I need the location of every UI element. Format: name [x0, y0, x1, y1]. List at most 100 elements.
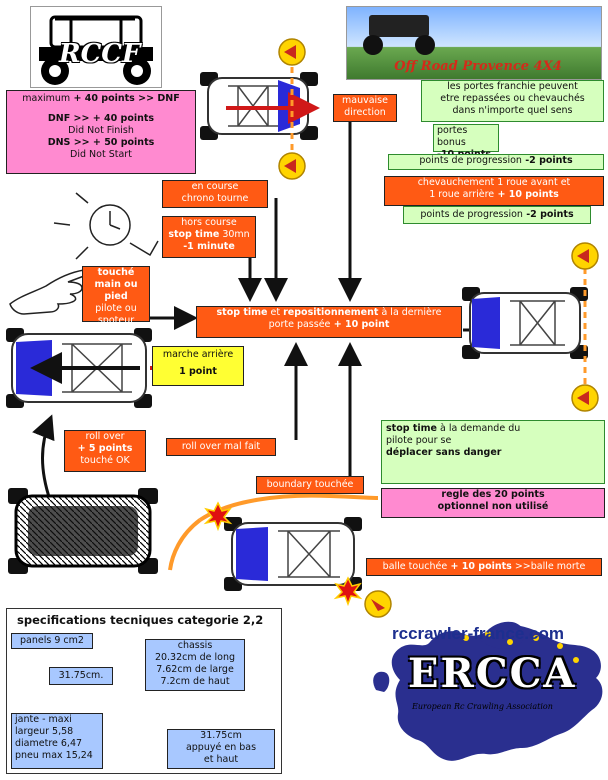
stop-demande-l3: déplacer sans danger: [386, 446, 502, 458]
hors-course-stop: stop time: [168, 228, 220, 240]
chevauchement-value: + 10 points: [494, 188, 559, 200]
crash-burst-icon-2: [333, 576, 363, 607]
car-icon-bottom: [224, 517, 362, 591]
stop-time-value: + 10 point: [330, 318, 390, 330]
stop-time-l1a: stop time: [216, 307, 268, 318]
roll-over-l1: roll over: [85, 431, 125, 442]
progression-2-value: -2 points: [522, 209, 574, 220]
dnf-line: DNF >> + 40 points: [47, 112, 155, 124]
specs-chassis: chassis 20.32cm de long 7.62cm de large …: [145, 639, 245, 691]
specs-length-l3: et haut: [203, 753, 239, 765]
ercca-site: rccrawler-france.com: [392, 624, 564, 643]
balle-l1: balle touchée: [382, 561, 448, 572]
gate-icon-top2: [278, 152, 306, 180]
regle-l2: optionnel non utilisé: [437, 500, 549, 512]
hors-course-penalty: -1 minute: [183, 240, 235, 252]
ercca-subtitle: European Rc Crawling Association: [412, 702, 553, 711]
dnf-max-value: + 40 points >> DNF: [70, 93, 180, 104]
touche-l2: main ou pied: [94, 278, 138, 302]
specs-chassis-l2: 20.32cm de long: [154, 651, 236, 663]
en-course-box: en course chrono tourne: [162, 180, 268, 208]
en-course-l1: en course: [191, 181, 239, 192]
touche-l3: pilote ou: [95, 302, 137, 314]
en-course-l2: chrono tourne: [181, 192, 249, 204]
touche-box: touché main ou pied pilote ou spoteur: [82, 266, 150, 326]
hors-course-l1: hors course: [181, 217, 237, 228]
specs-jante-l4: pneu max 15,24: [15, 749, 93, 761]
roll-over-l3: touché OK: [80, 454, 130, 466]
progression-box-2: points de progression -2 points: [403, 206, 591, 224]
progression-box-1: points de progression -2 points: [388, 154, 604, 170]
specs-jante-l2: largeur 5,58: [15, 725, 74, 737]
stop-demande-box: stop time à la demande du pilote pour se…: [381, 420, 605, 484]
car-icon-rolled: [8, 488, 158, 574]
stop-demande-l2: pilote pour se: [386, 434, 452, 446]
chevauchement-l1: chevauchement 1 roue avant et: [417, 177, 571, 188]
stop-time-l1b: et: [267, 307, 284, 318]
orp-jeep-icon: [363, 15, 435, 55]
portes-franchie-l1: les portes franchie peuvent: [447, 81, 578, 92]
mauvaise-l2: direction: [344, 106, 386, 118]
marche-box: marche arrière 1 point: [152, 346, 244, 386]
ercca-logo: rccrawler-france.com ERCCA European Rc C…: [360, 620, 604, 774]
gate-icon-top1: [278, 38, 306, 66]
portes-franchie-l2: etre repassées ou chevauchés: [440, 92, 585, 104]
roll-mal-box: roll over mal fait: [166, 438, 276, 456]
specs-title: specifications tecniques categorie 2,2: [17, 613, 264, 627]
regle-l1: regle des 20 points: [441, 489, 545, 500]
orp-logo: Off Road Provence 4X4: [346, 6, 602, 80]
balle-value: + 10 points: [447, 561, 512, 572]
chrono-clipart-icon: [53, 192, 159, 260]
europe-map-icon: [373, 621, 603, 761]
specs-jante-l1: jante - maxi: [15, 714, 72, 725]
touche-l4: spoteur: [97, 314, 135, 326]
rccf-jeep-icon: [39, 15, 153, 85]
stop-time-l1d: à la dernière: [378, 307, 442, 318]
dnf-meaning: Did Not Finish: [68, 124, 134, 136]
specs-length-l1: 31.75cm: [200, 730, 242, 741]
chevauchement-box: chevauchement 1 roue avant et 1 roue arr…: [384, 176, 604, 206]
stop-time-box: stop time et repositionnement à la derni…: [196, 306, 462, 338]
gate-icon-bottom: [364, 590, 392, 618]
hand-icon: [9, 269, 88, 315]
chevauchement-l2: 1 roue arrière: [429, 188, 495, 200]
specs-chassis-l4: 7.2cm de haut: [160, 675, 230, 687]
specs-jante-l3: diametre 6,47: [15, 737, 83, 749]
progression-2-label: points de progression: [420, 209, 523, 220]
specs-panel: specifications tecniques categorie 2,2 p…: [6, 608, 282, 774]
specs-chassis-l3: 7.62cm de large: [156, 663, 234, 675]
mauvaise-l1: mauvaise: [342, 95, 388, 106]
balle-box: balle touchée + 10 points >>balle morte: [366, 558, 602, 576]
specs-panels: panels 9 cm2: [11, 633, 93, 649]
touche-l1: touché: [97, 267, 135, 278]
boundary-box: boundary touchée: [256, 476, 364, 494]
portes-bonus-l1: portes bonus: [437, 125, 468, 148]
marche-l1: marche arrière: [162, 349, 234, 360]
portes-bonus-box: portes bonus -10 points: [433, 124, 499, 160]
boundary-label: boundary touchée: [266, 479, 354, 490]
hors-course-time: 30mn: [219, 228, 250, 240]
regle-box: regle des 20 points optionnel non utilis…: [381, 488, 605, 518]
stop-time-l2: porte passée: [268, 318, 331, 330]
specs-length-l2: appuyé en bas: [185, 741, 257, 753]
boundary-tape-lower: [168, 518, 202, 571]
crash-burst-icon-1: [203, 501, 233, 532]
rccf-logo: RCCF: [30, 6, 162, 88]
gate-icon-right2: [571, 384, 599, 412]
roll-mal-label: roll over mal fait: [181, 441, 261, 452]
portes-franchie-box: les portes franchie peuvent etre repassé…: [421, 80, 604, 122]
progression-1-label: points de progression: [419, 155, 522, 166]
hors-course-box: hors course stop time 30mn -1 minute: [162, 216, 256, 258]
stop-time-l1c: repositionnement: [283, 307, 379, 318]
roll-over-l2: + 5 points: [77, 442, 133, 454]
dns-meaning: Did Not Start: [70, 148, 132, 160]
arrow-roll-over: [32, 414, 55, 501]
specs-chassis-l1: chassis: [177, 640, 213, 651]
dnf-max: maximum + 40 points >> DNF: [7, 93, 195, 105]
roll-over-box: roll over + 5 points touché OK: [64, 430, 146, 472]
dnf-max-label: maximum: [22, 93, 71, 104]
specs-jante: jante - maxi largeur 5,58 diametre 6,47 …: [11, 713, 103, 769]
dns-line: DNS >> + 50 points: [47, 136, 155, 148]
orp-logo-text: Off Road Provence 4X4: [394, 59, 562, 74]
